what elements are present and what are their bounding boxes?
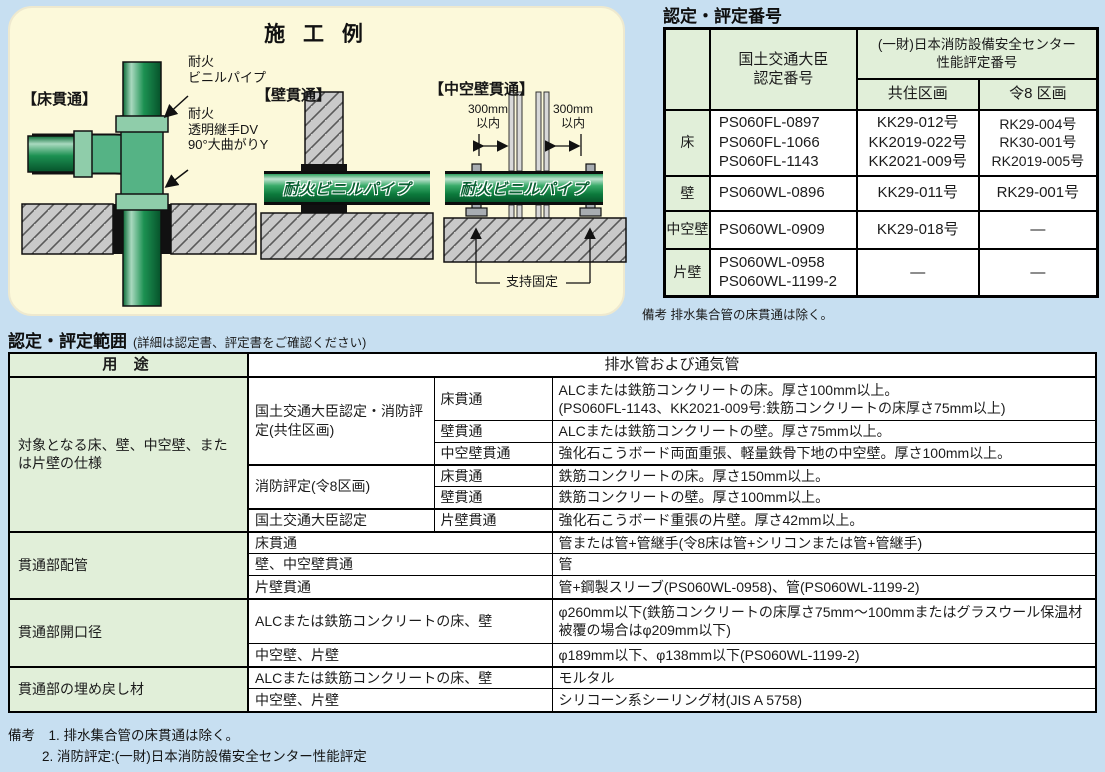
table-row: 消防評定(令8区画) 床貫通 鉄筋コンクリートの床。厚さ150mm以上。	[9, 463, 1097, 509]
hollow-wall-penetration-diagram	[443, 91, 627, 284]
table-row: 壁、中空壁貫通 管	[9, 553, 1097, 576]
table-row: 壁貫通 ALCまたは鉄筋コンクリートの壁。厚さ75mm以上。	[9, 420, 1097, 443]
scope-col-usage: 用 途	[8, 352, 249, 378]
cert-corner-cell	[663, 27, 711, 111]
table-row: 貫通部の埋め戻し材 ALCまたは鉄筋コンクリートの床、壁 モルタル	[8, 665, 1097, 712]
scope-col-pipes: 排水管および通気管	[247, 352, 1097, 378]
cert-table-note: 備考 排水集合管の床貫通は除く。	[642, 308, 833, 322]
scope-table-title: 認定・評定範囲	[8, 332, 127, 351]
cert-col-center: (一財)日本消防設備安全センター 性能評定番号	[855, 27, 1099, 80]
cert-row-single-wall: 片壁 PS060WL-0958 PS060WL-1199-2 — —	[663, 247, 1099, 298]
scope-backfill-label: 貫通部の埋め戻し材	[8, 665, 249, 712]
scope-table: 用 途 排水管および通気管 対象となる床、壁、中空壁、または片壁の仕様 国土交通…	[8, 352, 1097, 713]
wall-penetration-diagram	[260, 91, 434, 260]
cert-col-mlit: 国土交通大臣 認定番号	[708, 27, 858, 111]
floor-penetration-diagram	[21, 61, 257, 307]
support-fix-label: 支持固定	[505, 274, 558, 289]
panel-title: 施 工 例	[264, 23, 369, 46]
scope-note-2: 2. 消防評定:(一財)日本消防設備安全センター性能評定	[42, 748, 367, 764]
dimension-right-label: 300mm 以内	[552, 102, 593, 130]
wall-penetration-label: 【壁貫通】	[256, 87, 332, 104]
table-row: 壁貫通 鉄筋コンクリートの壁。厚さ100mm以上。	[9, 486, 1097, 509]
fireproof-fitting-label: 耐火 透明継手DV 90°大曲がりY	[188, 106, 269, 153]
construction-example-panel: 施 工 例	[8, 6, 627, 316]
scope-opening-label: 貫通部開口径	[8, 597, 249, 667]
cert-col-rei8: 令8 区画	[977, 77, 1099, 111]
table-row: 貫通部開口径 ALCまたは鉄筋コンクリートの床、壁 φ260mm以下(鉄筋コンク…	[8, 597, 1097, 667]
cert-table-title: 認定・評定番号	[663, 7, 782, 26]
table-row: 片壁貫通 管+鋼製スリーブ(PS060WL-0958)、管(PS060WL-11…	[9, 575, 1097, 599]
cert-row-floor: 床 PS060FL-0897 PS060FL-1066 PS060FL-1143…	[663, 108, 1099, 177]
cert-col-kyoju: 共住区画	[855, 77, 980, 111]
scope-cert3: 国土交通大臣認定	[247, 507, 435, 532]
table-row: 対象となる床、壁、中空壁、または片壁の仕様 国土交通大臣認定・消防評定(共住区画…	[8, 376, 1097, 532]
hollow-wall-penetration-label: 【中空壁貫通】	[429, 81, 535, 98]
hollow-wall-pipe-banner: 耐火ビニルパイプ	[445, 171, 603, 205]
table-row: 貫通部配管 床貫通 管または管+管継手(令8床は管+シリコンまたは管+管継手)	[8, 530, 1097, 599]
floor-penetration-label: 【床貫通】	[22, 91, 98, 108]
scope-piping-label: 貫通部配管	[8, 530, 249, 599]
scope-table-subtitle: (詳細は認定書、評定書をご確認ください)	[133, 336, 367, 350]
fireproof-pipe-label: 耐火 ビニルパイプ	[188, 54, 267, 85]
scope-cert2: 消防評定(令8区画)	[247, 463, 435, 509]
cert-row-label: 床	[663, 108, 711, 177]
wall-pipe-banner: 耐火ビニルパイプ	[264, 171, 430, 205]
table-row: 中空壁、片壁 シリコーン系シーリング材(JIS A 5758)	[9, 688, 1097, 712]
cert-row-label: 中空壁	[663, 209, 711, 250]
cert-number-table: 国土交通大臣 認定番号 (一財)日本消防設備安全センター 性能評定番号 共住区画…	[663, 27, 1099, 298]
table-row: 中空壁、片壁 φ189mm以下、φ138mm以下(PS060WL-1199-2)	[9, 643, 1097, 667]
scope-note-1: 備考 1. 排水集合管の床貫通は除く。	[8, 728, 240, 743]
scope-table-notes: 備考 1. 排水集合管の床貫通は除く。 2. 消防評定:(一財)日本消防設備安全…	[8, 726, 367, 768]
scope-spec-label: 対象となる床、壁、中空壁、または片壁の仕様	[8, 376, 249, 532]
cert-row-label: 片壁	[663, 247, 711, 298]
dimension-left-label: 300mm 以内	[467, 102, 508, 130]
scope-cert1: 国土交通大臣認定・消防評定(共住区画)	[247, 376, 435, 465]
cert-row-hollow-wall: 中空壁 PS060WL-0909 KK29-018号 —	[663, 209, 1099, 250]
cert-row-label: 壁	[663, 174, 711, 212]
cert-row-wall: 壁 PS060WL-0896 KK29-011号 RK29-001号	[663, 174, 1099, 212]
